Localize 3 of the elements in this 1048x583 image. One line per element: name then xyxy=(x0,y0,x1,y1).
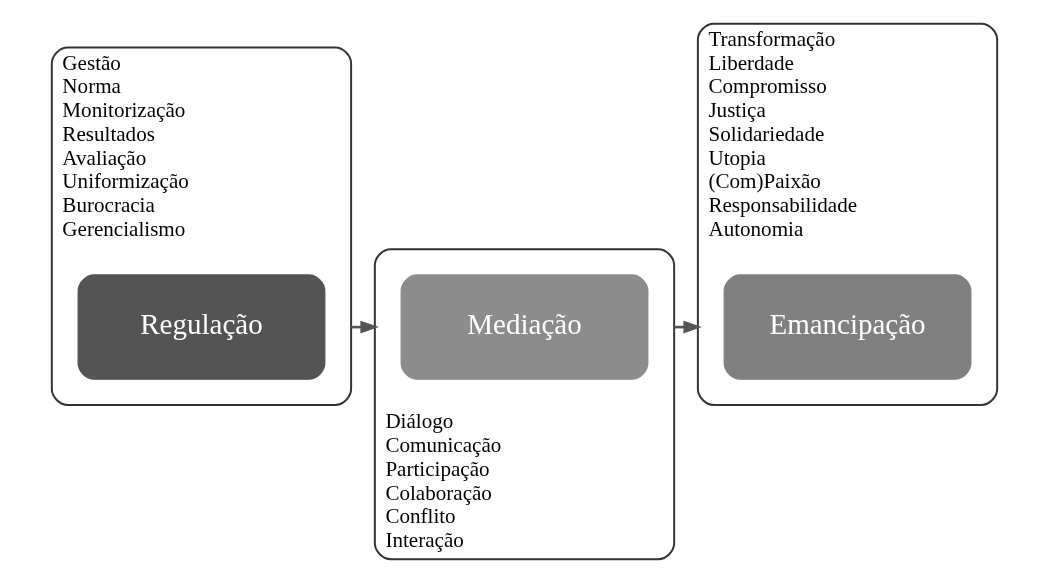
node-box: Regulação xyxy=(77,274,325,380)
node-box: Emancipação xyxy=(723,274,971,380)
node-box: Mediação xyxy=(400,274,648,380)
